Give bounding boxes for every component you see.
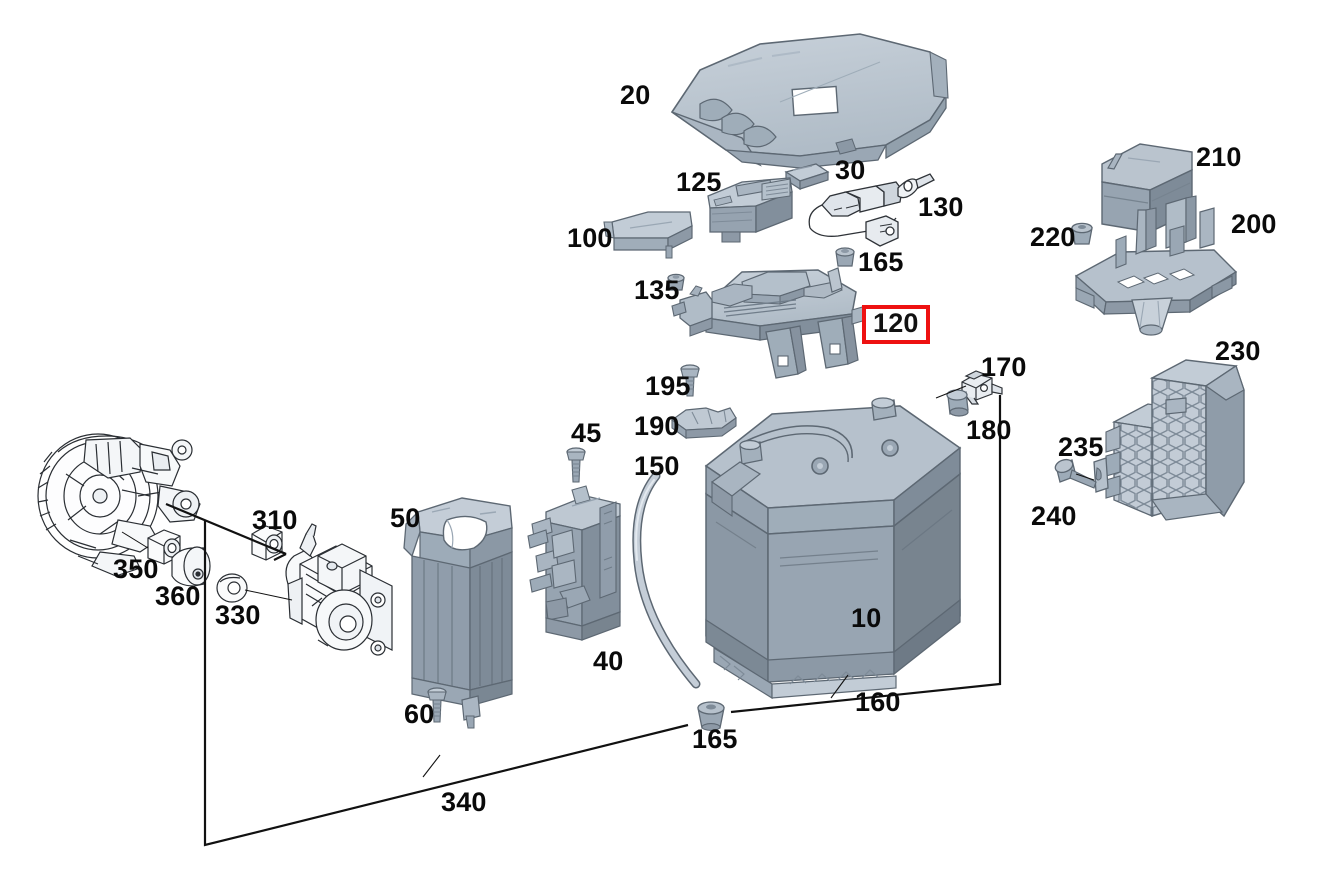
part-125-fuse-box-housing [707, 177, 793, 243]
part-330-washer [216, 573, 248, 603]
callout-60[interactable]: 60 [404, 699, 435, 729]
callout-125[interactable]: 125 [676, 167, 722, 197]
callout-20[interactable]: 20 [620, 80, 651, 110]
alternator-assembly [37, 433, 201, 577]
callout-210[interactable]: 210 [1196, 142, 1242, 172]
callout-310[interactable]: 310 [252, 505, 298, 535]
part-50-battery-shield [403, 497, 513, 729]
callout-180[interactable]: 180 [966, 415, 1012, 445]
callout-50[interactable]: 50 [390, 503, 421, 533]
callout-350[interactable]: 350 [113, 554, 159, 584]
starter-motor-assembly [285, 523, 393, 656]
part-30-small-cover-clip [784, 163, 830, 191]
bracket-340 [203, 521, 689, 847]
bracket-160 [730, 395, 1002, 714]
callout-165-upper[interactable]: 165 [858, 247, 904, 277]
part-45-bolt [566, 447, 586, 483]
callout-135[interactable]: 135 [634, 275, 680, 305]
part-195-bolt [680, 364, 700, 397]
callout-195[interactable]: 195 [645, 371, 691, 401]
callout-130[interactable]: 130 [918, 192, 964, 222]
part-60-bolt [427, 687, 447, 723]
callout-160[interactable]: 160 [855, 687, 901, 717]
callout-340[interactable]: 340 [441, 787, 487, 817]
callout-45[interactable]: 45 [571, 418, 602, 448]
callout-170[interactable]: 170 [981, 352, 1027, 382]
callout-220[interactable]: 220 [1030, 222, 1076, 252]
part-130-wiring-harness [808, 173, 935, 247]
part-10-battery [704, 397, 962, 700]
callout-330[interactable]: 330 [215, 600, 261, 630]
callout-10[interactable]: 10 [851, 603, 882, 633]
part-20-engine-cover [670, 33, 949, 169]
part-190-clamp-bracket [670, 407, 737, 440]
part-135-nut [667, 273, 685, 291]
callout-40[interactable]: 40 [593, 646, 624, 676]
part-350-nut [147, 529, 181, 565]
leader-lines [121, 385, 1095, 601]
part-235-washer-plate [1093, 457, 1109, 493]
part-200-battery-tray [1074, 195, 1238, 336]
callout-360[interactable]: 360 [155, 581, 201, 611]
callout-120-highlighted[interactable]: 120 [862, 305, 930, 344]
part-220-nut [1071, 222, 1093, 245]
callout-230[interactable]: 230 [1215, 336, 1261, 366]
callout-165-lower[interactable]: 165 [692, 724, 738, 754]
part-230-honeycomb-spacer [1105, 359, 1245, 521]
part-165-rubber-grommet-upper [835, 247, 855, 267]
callout-190[interactable]: 190 [634, 411, 680, 441]
callout-235[interactable]: 235 [1058, 432, 1104, 462]
part-165-rubber-grommet-lower [697, 701, 725, 731]
part-120-fuse-distribution-module [671, 267, 867, 379]
callout-30[interactable]: 30 [835, 155, 866, 185]
part-180-plug [946, 389, 969, 417]
part-40-control-module [527, 485, 621, 641]
callout-240[interactable]: 240 [1031, 501, 1077, 531]
callout-200[interactable]: 200 [1231, 209, 1277, 239]
part-170-sensor [961, 370, 1003, 405]
part-150-vent-hose [632, 471, 701, 689]
callout-150[interactable]: 150 [634, 451, 680, 481]
callout-100[interactable]: 100 [567, 223, 613, 253]
part-100-cover-lid [603, 211, 693, 259]
